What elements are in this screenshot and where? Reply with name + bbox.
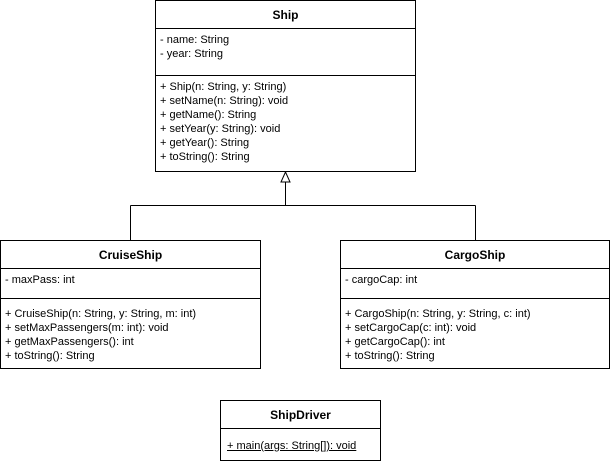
class-cruiseship-methods: + CruiseShip(n: String, y: String, m: in…: [1, 299, 260, 363]
attribute: - year: String: [160, 48, 223, 60]
class-cruiseship-attributes: - maxPass: int: [1, 269, 260, 299]
method: + getName(): String: [160, 109, 257, 121]
inheritance-arrowhead: [280, 170, 291, 183]
class-shipdriver[interactable]: ShipDriver + main(args: String[]): void: [220, 400, 381, 461]
attribute: - cargoCap: int: [345, 274, 418, 286]
method: + setCargoCap(c: int): void: [345, 322, 477, 334]
class-cargoship-name: CargoShip: [341, 241, 609, 269]
method: + getMaxPassengers(): int: [5, 336, 134, 348]
attribute: - maxPass: int: [5, 274, 75, 286]
class-cargoship[interactable]: CargoShip - cargoCap: int + CargoShip(n:…: [340, 240, 610, 369]
class-cruiseship[interactable]: CruiseShip - maxPass: int + CruiseShip(n…: [0, 240, 261, 369]
method: + getCargoCap(): int: [345, 336, 445, 348]
class-ship-attributes: - name: String - year: String: [156, 29, 415, 76]
method: + CruiseShip(n: String, y: String, m: in…: [5, 308, 197, 320]
class-ship[interactable]: Ship - name: String - year: String + Shi…: [155, 0, 416, 172]
method: + Ship(n: String, y: String): [160, 81, 287, 93]
method: + toString(): String: [160, 151, 250, 163]
method: + toString(): String: [345, 350, 435, 362]
class-cargoship-attributes: - cargoCap: int: [341, 269, 609, 299]
class-ship-methods: + Ship(n: String, y: String) + setName(n…: [156, 76, 415, 164]
class-shipdriver-name: ShipDriver: [221, 401, 380, 429]
class-cruiseship-name: CruiseShip: [1, 241, 260, 269]
method: + setName(n: String): void: [160, 95, 289, 107]
class-cargoship-methods: + CargoShip(n: String, y: String, c: int…: [341, 299, 609, 363]
attribute: - name: String: [160, 34, 230, 46]
class-ship-name: Ship: [156, 1, 415, 29]
method: + setMaxPassengers(m: int): void: [5, 322, 169, 334]
static-method: + main(args: String[]): void: [227, 440, 357, 452]
method: + CargoShip(n: String, y: String, c: int…: [345, 308, 531, 320]
method: + getYear(): String: [160, 137, 250, 149]
class-shipdriver-methods: + main(args: String[]): void: [221, 429, 380, 453]
method: + setYear(y: String): void: [160, 123, 281, 135]
method: + toString(): String: [5, 350, 95, 362]
